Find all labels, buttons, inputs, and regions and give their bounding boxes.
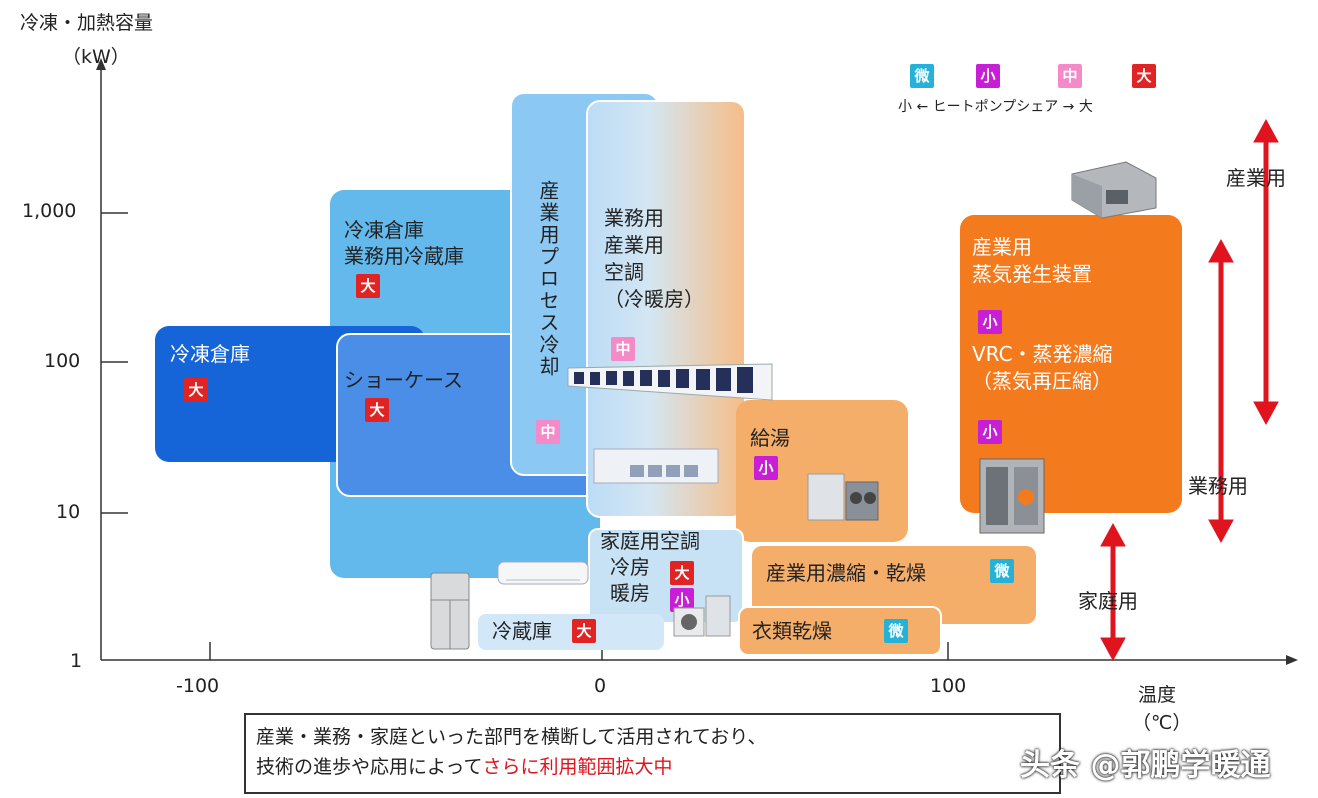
reitou-souko-low-badge: 大 [184, 378, 208, 402]
legend-badge-sho: 小 [976, 64, 1000, 88]
region-fridge [478, 614, 664, 650]
home-ac-badge1: 大 [670, 561, 694, 585]
scale-commercial-label: 業務用 [1188, 474, 1248, 498]
process-cooling-label: 産業用プロセス冷却 [536, 180, 560, 378]
steam-badge1: 小 [978, 310, 1002, 334]
home-ac-line3: 暖房 [610, 581, 650, 605]
steam-generator-image [979, 458, 1045, 534]
footnote-line2-black: 技術の進歩や応用によって [256, 756, 483, 778]
y-tick-10: 10 [56, 501, 81, 523]
kyuto-label: 給湯 [750, 426, 790, 450]
home-ac-outdoor-image [673, 595, 731, 637]
y-tick-1000: 1,000 [22, 200, 77, 222]
home-ac-line2: 冷房 [610, 555, 650, 579]
kyuto-badge: 小 [754, 456, 778, 480]
aircon-badge: 中 [611, 337, 635, 361]
legend-caption: 小 ← ヒートポンプシェア → 大 [898, 99, 1093, 115]
aircon-line2: 産業用 [604, 233, 664, 257]
x-axis-title: 温度 [1138, 684, 1177, 706]
fridge-label: 冷蔵庫 [492, 619, 552, 643]
x-tick-100: 100 [930, 675, 967, 697]
reitou-souko-low-label: 冷凍倉庫 [170, 342, 250, 366]
aircon-line3: 空調 [604, 260, 644, 284]
reitou-souko-line2: 業務用冷蔵庫 [344, 244, 464, 268]
scale-household-label: 家庭用 [1078, 589, 1138, 613]
region-clothes [738, 606, 942, 656]
footnote-box [244, 713, 1061, 794]
steam-line1: 産業用 [972, 235, 1032, 259]
clothes-label: 衣類乾燥 [752, 619, 832, 643]
legend-badge-chu: 中 [1058, 64, 1082, 88]
reitou-souko-line1: 冷凍倉庫 [344, 218, 424, 242]
clothes-badge: 微 [884, 619, 908, 643]
y-axis-unit: （kW） [62, 46, 130, 68]
steam-line4: （蒸気再圧縮） [972, 369, 1112, 393]
home-ac-indoor-image [497, 561, 589, 585]
steam-line3: VRC・蒸発濃縮 [972, 342, 1113, 366]
steam-badge2: 小 [978, 420, 1002, 444]
home-fridge-image [430, 572, 470, 650]
x-tick-0: 0 [594, 675, 607, 697]
reitou-souko-badge: 大 [356, 274, 380, 298]
y-tick-100: 100 [44, 350, 81, 372]
footnote-line2-red: さらに利用範囲拡大中 [482, 756, 673, 778]
legend-badge-bi: 微 [910, 64, 934, 88]
showcase-badge: 大 [365, 398, 389, 422]
process-cooling-badge: 中 [536, 420, 560, 444]
scale-industrial-label: 産業用 [1226, 166, 1286, 190]
region-aircon [586, 100, 746, 518]
home-ac-line1: 家庭用空調 [600, 529, 700, 553]
showcase-label: ショーケース [344, 368, 463, 392]
industrial-heatpump-image [1071, 161, 1157, 219]
aircon-line4: （冷暖房） [604, 287, 704, 311]
x-tick-minus100: -100 [176, 675, 220, 697]
y-axis-title: 冷凍・加熱容量 [20, 12, 154, 34]
footnote-line2: 技術の進歩や応用によってさらに利用範囲拡大中 [256, 752, 673, 782]
fridge-badge: 大 [572, 619, 596, 643]
drying-badge: 微 [990, 559, 1014, 583]
outdoor-unit-row-image [593, 448, 719, 484]
watermark: 头条 @郭鹏学暖通 [1020, 748, 1271, 783]
footnote-line1: 産業・業務・家庭といった部門を横断して活用されており、 [256, 726, 767, 748]
water-heater-image [807, 473, 879, 521]
y-tick-1: 1 [70, 650, 83, 672]
chiller-row-image [567, 363, 773, 401]
legend-badge-dai: 大 [1132, 64, 1156, 88]
steam-line2: 蒸気発生装置 [972, 262, 1092, 286]
aircon-line1: 業務用 [604, 206, 664, 230]
x-axis-unit: （℃） [1132, 712, 1192, 734]
drying-label: 産業用濃縮・乾燥 [766, 561, 926, 585]
